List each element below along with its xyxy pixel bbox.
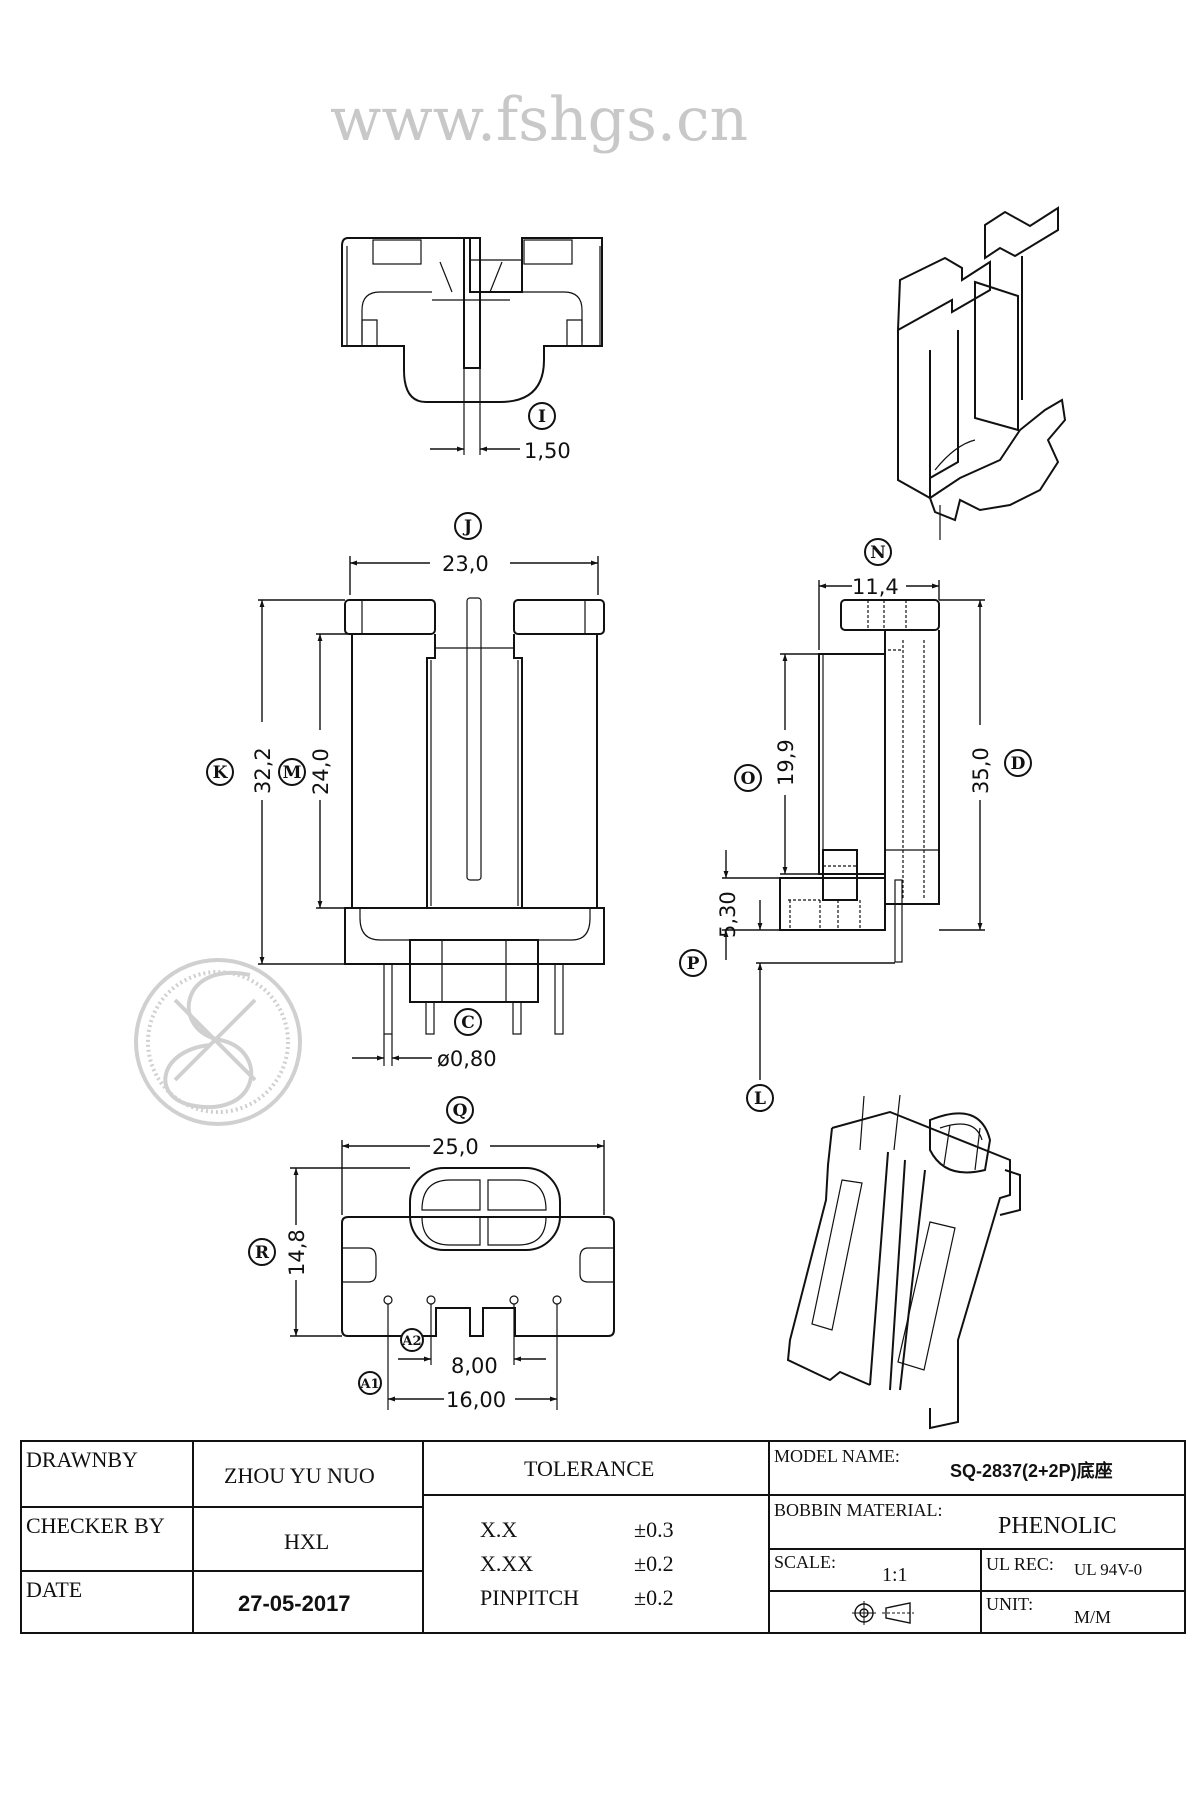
- material-label: BOBBIN MATERIAL:: [774, 1500, 943, 1520]
- drawn-by-label-cell: DRAWNBY: [22, 1442, 194, 1508]
- svg-text:J: J: [462, 517, 472, 537]
- first-angle-projection-icon: [852, 1601, 914, 1625]
- projection-cell: [770, 1592, 982, 1634]
- tolerance-format-1: X.XX: [480, 1551, 534, 1576]
- dim-bubble-A1: [358, 1371, 382, 1395]
- svg-text:C: C: [461, 1013, 475, 1033]
- tolerance-value-0: ±0.3: [634, 1517, 674, 1542]
- tolerance-header: TOLERANCE: [524, 1456, 655, 1481]
- dim-bubble-R: [248, 1238, 276, 1266]
- tolerance-values-cell: X.X ±0.3 X.XX ±0.2 PINPITCH ±0.2: [424, 1496, 770, 1634]
- ul-rec-value: UL 94V-0: [1074, 1560, 1143, 1579]
- tolerance-format-0: X.X: [480, 1517, 518, 1542]
- dim-bubble-D: [1004, 749, 1032, 777]
- svg-text:I: I: [538, 407, 546, 427]
- svg-text:A1: A1: [359, 1377, 379, 1392]
- checker-value-cell: HXL: [194, 1508, 424, 1572]
- dim-bubble-Q: [446, 1096, 474, 1124]
- svg-text:R: R: [255, 1243, 270, 1263]
- isometric-view-top: [896, 206, 1067, 540]
- unit-value: M/M: [1074, 1607, 1112, 1627]
- material-value: PHENOLIC: [998, 1513, 1117, 1539]
- drawn-by-value-cell: ZHOU YU NUO: [194, 1442, 424, 1508]
- top-view: I 1,50: [341, 237, 603, 463]
- tolerance-format-2: PINPITCH: [480, 1585, 580, 1610]
- bottom-view: 25,0 Q 14,8 R A2 8,00 A1 16,00: [248, 1096, 615, 1412]
- ul-rec-label: UL REC:: [986, 1554, 1054, 1574]
- dim-bubble-L: [746, 1084, 774, 1112]
- scale-label: SCALE:: [774, 1552, 837, 1572]
- svg-text:M: M: [283, 763, 302, 783]
- dim-bubble-A2: [400, 1328, 424, 1352]
- watermark-logo: [134, 958, 302, 1126]
- isometric-view-bottom: [786, 1094, 1021, 1430]
- model-name-label: MODEL NAME:: [774, 1446, 900, 1466]
- checker-label: CHECKER BY: [26, 1513, 165, 1538]
- svg-text:N: N: [870, 543, 886, 563]
- svg-text:D: D: [1011, 754, 1026, 774]
- svg-text:P: P: [687, 954, 700, 974]
- watermark-text: www.fshgs.cn: [330, 85, 748, 155]
- dim-J-value: 23,0: [442, 552, 489, 576]
- checker-label-cell: CHECKER BY: [22, 1508, 194, 1572]
- svg-text:O: O: [741, 769, 756, 789]
- dim-bubble-O: [734, 764, 762, 792]
- date-label-cell: DATE: [22, 1572, 194, 1634]
- tolerance-value-1: ±0.2: [634, 1551, 674, 1576]
- ul-rec-cell: UL REC: UL 94V-0: [982, 1550, 1184, 1592]
- date-value-cell: 27-05-2017: [194, 1572, 424, 1634]
- dim-M-value: 24,0: [309, 748, 333, 795]
- scale-cell: SCALE: 1:1: [770, 1550, 982, 1592]
- date-value: 27-05-2017: [238, 1591, 351, 1616]
- model-name-cell: MODEL NAME: SQ-2837(2+2P)底座: [770, 1442, 1184, 1496]
- drawn-by-value: ZHOU YU NUO: [224, 1463, 375, 1488]
- dim-C-value: ø0,80: [437, 1047, 497, 1071]
- dim-O-value: 19,9: [774, 739, 798, 786]
- dim-A1-value: 16,00: [446, 1388, 506, 1412]
- unit-cell: UNIT: M/M: [982, 1592, 1184, 1634]
- dim-R-value: 14,8: [285, 1229, 309, 1276]
- dim-bubble-N: [864, 538, 892, 566]
- material-cell: BOBBIN MATERIAL: PHENOLIC: [770, 1496, 1184, 1550]
- dim-bubble-C: [454, 1008, 482, 1036]
- model-name-value: SQ-2837(2+2P)底座: [950, 1461, 1113, 1481]
- drawn-by-label: DRAWNBY: [26, 1447, 138, 1472]
- title-block: DRAWNBY CHECKER BY DATE ZHOU YU NUO HXL …: [20, 1440, 1186, 1634]
- dim-A2-value: 8,00: [451, 1354, 498, 1378]
- svg-text:Q: Q: [453, 1101, 468, 1121]
- dim-I-value: 1,50: [524, 439, 571, 463]
- svg-text:L: L: [754, 1089, 766, 1109]
- dim-D-value: 35,0: [969, 747, 993, 794]
- dim-P-value: 5,30: [716, 891, 740, 938]
- dim-Q-value: 25,0: [432, 1135, 479, 1159]
- scale-value: 1:1: [882, 1564, 908, 1586]
- dim-bubble-M: [278, 758, 306, 786]
- svg-text:K: K: [213, 763, 229, 783]
- front-view: J 23,0 32,2 K 24,0 M ø0,80 C: [206, 512, 605, 1071]
- dim-bubble-I: [528, 402, 556, 430]
- dim-bubble-K: [206, 758, 234, 786]
- dim-K-value: 32,2: [251, 747, 275, 794]
- unit-label: UNIT:: [986, 1594, 1034, 1614]
- dim-bubble-J: [454, 512, 482, 540]
- side-view: 11,4 N 19,9 O 35,0 D 5,30 P L: [679, 538, 1032, 1112]
- svg-text:A2: A2: [401, 1334, 421, 1349]
- date-label: DATE: [26, 1577, 83, 1602]
- checker-value: HXL: [284, 1529, 330, 1554]
- tolerance-header-cell: TOLERANCE: [424, 1442, 770, 1496]
- dim-bubble-P: [679, 949, 707, 977]
- dim-N-value: 11,4: [852, 575, 899, 599]
- tolerance-value-2: ±0.2: [634, 1585, 674, 1610]
